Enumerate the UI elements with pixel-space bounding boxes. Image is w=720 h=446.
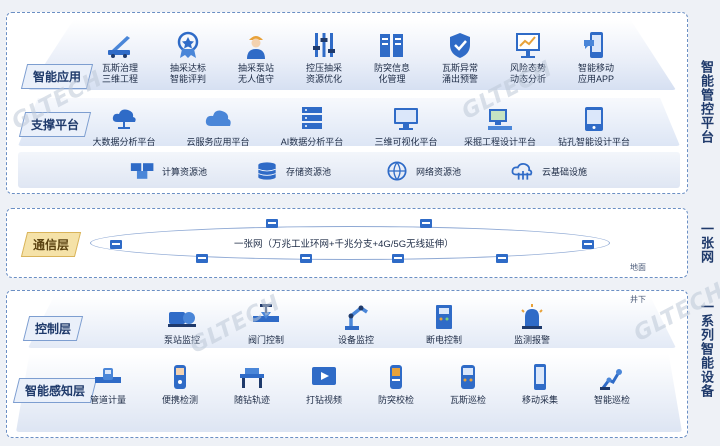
detector-icon [174,365,186,389]
ground-label: 地面 [630,263,646,272]
app-item: 抽采达标 智能评判 [150,30,226,85]
tablet-icon [585,107,603,131]
app-item: 瓦斯异常 涌出预警 [422,30,498,85]
server-rack-icon [380,34,403,57]
perception-device-item: 瓦斯巡检 [430,362,506,406]
video-icon [312,367,336,385]
award-badge-icon [177,31,199,58]
shield-check-icon [450,33,470,58]
mobile-app-icon [584,32,603,58]
support-platform-item: 大数据分析平台 [82,104,166,148]
cloud-network-icon [112,109,136,129]
worker-icon [247,36,265,59]
alarm-icon [521,304,543,329]
control-device-item: 设备监控 [318,302,394,346]
underground-label: 井下 [630,295,646,304]
cloud-icon [205,110,231,126]
gas-meter-icon [461,365,475,389]
section-title-devices: 一系列智能设备 [699,300,714,398]
resource-pool-item: 存储资源池 [254,158,331,184]
switch-icon [496,254,508,263]
network-label: 一张网（万兆工业环网+千兆分支+4G/5G无线延伸） [232,236,456,250]
control-device-item: 泵站监控 [144,302,220,346]
resource-pool-item: 网络资源池 [384,158,461,184]
perception-device-item: 防突校检 [358,362,434,406]
control-device-item: 监测报警 [494,302,570,346]
workstation-icon [488,109,512,130]
computers-icon [130,163,154,179]
support-platform-item: 云服务应用平台 [176,104,260,148]
inspection-robot-icon [600,369,622,390]
layer-tag-support: 支撑平台 [18,112,92,137]
control-device-item: 阀门控制 [228,302,304,346]
monitor-icon [394,108,418,130]
drill-track-icon [240,368,264,388]
resource-pool-item: 云基础设施 [510,158,587,184]
perception-device-item: 打钻视频 [286,362,362,406]
sliders-icon [313,33,335,57]
switch-icon [196,254,208,263]
switch-icon [392,254,404,263]
resource-pool-band [18,152,680,188]
pump-icon [168,312,196,327]
phone-icon [534,364,546,390]
smart-app-band [28,20,676,90]
ring-network [90,226,610,260]
app-item: 防突信息 化管理 [354,30,430,85]
power-cabinet-icon [436,305,452,329]
control-device-item: 断电控制 [406,302,482,346]
robot-arm-icon [345,305,368,330]
app-item: 瓦斯治理 三维工程 [82,30,158,85]
layer-tag-communication: 通信层 [20,232,82,257]
database-icon [258,162,276,180]
app-item: 抽采泵站 无人值守 [218,30,294,85]
handheld-icon [390,365,402,389]
section-title-network: 一张网 [699,222,714,264]
support-platform-item: 采掘工程设计平台 [458,104,542,148]
perception-band [16,354,682,432]
cloud-infra-icon [511,163,533,180]
support-platform-item: AI数据分析平台 [270,104,354,148]
app-item: 智能移动 应用APP [558,30,634,85]
switch-icon [300,254,312,263]
app-item: 风险态势 动态分析 [490,30,566,85]
switch-icon [582,240,594,249]
globe-icon [387,161,407,181]
perception-device-item: 随钻轨迹 [214,362,290,406]
layer-tag-control: 控制层 [22,316,84,341]
perception-device-item: 智能巡检 [574,362,650,406]
switch-icon [110,240,122,249]
support-platform-item: 三维可视化平台 [364,104,448,148]
perception-device-item: 管道计量 [70,362,146,406]
support-platform-item: 钻孔智能设计平台 [552,104,636,148]
server-icon [302,107,322,129]
flowmeter-icon [95,368,121,383]
drill-rig-icon [108,36,130,58]
chart-board-icon [516,33,540,58]
section-title-platform: 智能管控平台 [699,60,714,144]
app-item: 控压抽采 资源优化 [286,30,362,85]
perception-device-item: 移动采集 [502,362,578,406]
switch-icon [420,219,432,228]
switch-icon [266,219,278,228]
resource-pool-item: 计算资源池 [130,158,207,184]
valve-icon [253,304,279,322]
perception-device-item: 便携检测 [142,362,218,406]
